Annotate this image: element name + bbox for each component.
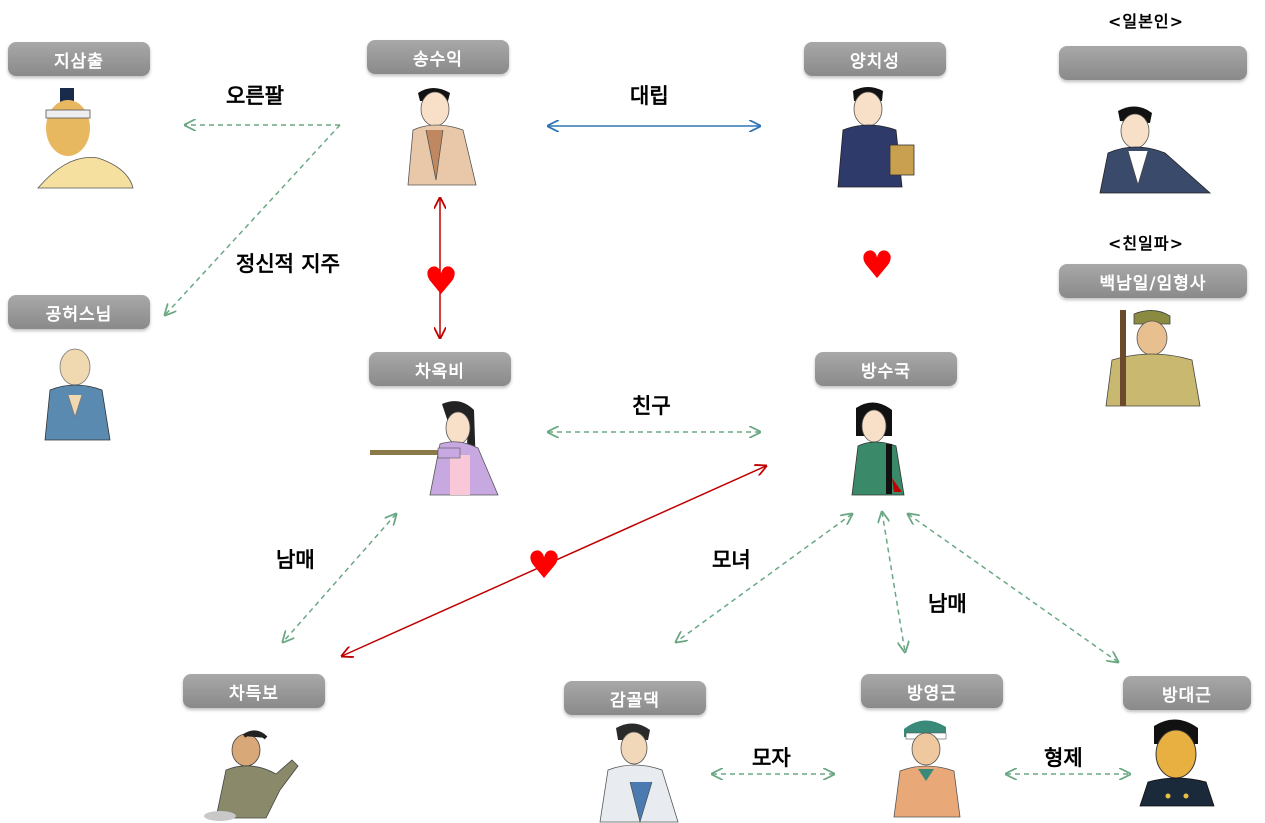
portrait-yangchiseong	[837, 87, 915, 188]
character-label-jisamchul[interactable]: 지삼출	[8, 42, 150, 76]
arrow-siblings-bangsuguk-bangdaegeun	[908, 514, 1118, 662]
heart-icon-bangsuguk-chadeukbo: ♥	[527, 543, 562, 587]
character-label-bangsuguk[interactable]: 방수국	[815, 352, 957, 386]
relation-label-friend: 친구	[632, 394, 671, 418]
relation-label-siblings-2: 남매	[928, 592, 967, 616]
arrow-siblings-chaokbi-chadeukbo	[283, 514, 396, 642]
relation-label-right-arm: 오른팔	[226, 84, 284, 108]
portrait-bangdaegeun	[1139, 719, 1215, 807]
character-label-yangchiseong[interactable]: 양치성	[804, 42, 946, 76]
arrow-love-bangsuguk-chadeukbo	[342, 466, 766, 656]
relation-label-mother-daughter: 모녀	[712, 548, 751, 572]
character-label-bangyeonggeun[interactable]: 방영근	[861, 674, 1003, 708]
character-label-chaokbi[interactable]: 차옥비	[369, 352, 511, 386]
portrait-jisamchul	[37, 88, 134, 189]
arrow-mother-daughter	[676, 514, 852, 642]
portrait-bangyeonggeun	[893, 720, 961, 818]
relation-label-mother-son: 모자	[752, 746, 791, 770]
character-label-songsuik[interactable]: 송수익	[367, 40, 509, 74]
portrait-japanese	[1099, 106, 1212, 194]
heart-icon-songsuik-chaokbi: ♥	[424, 259, 459, 303]
arrow-spiritual-pillar	[165, 124, 341, 315]
character-label-gamgoldaek[interactable]: 감골댁	[564, 681, 706, 715]
relation-label-siblings-1: 남매	[276, 548, 315, 572]
group-title-japanese: <일본인>	[1108, 12, 1184, 31]
character-label-gongheo[interactable]: 공허스님	[8, 295, 150, 329]
relation-label-brothers: 형제	[1044, 746, 1083, 770]
portrait-chadeukbo	[204, 730, 299, 821]
character-label-japanese[interactable]	[1059, 46, 1247, 80]
arrow-siblings-bangsuguk-bangyeonggeun	[882, 512, 905, 652]
portrait-gongheo	[44, 348, 111, 441]
group-title-collaborator: <친일파>	[1108, 234, 1184, 253]
relation-label-spiritual-pillar: 정신적 지주	[236, 252, 340, 276]
character-label-bangdaegeun[interactable]: 방대근	[1123, 676, 1251, 710]
relation-label-conflict: 대립	[630, 84, 669, 108]
portrait-baeknamil	[1105, 310, 1201, 407]
heart-icon-yangchiseong-bangsuguk: ♥	[860, 243, 895, 287]
portrait-chaokbi	[370, 401, 499, 496]
portrait-bangsuguk	[851, 402, 905, 496]
portrait-gamgoldaek	[599, 723, 679, 823]
portrait-songsuik	[407, 88, 477, 186]
character-label-baeknamil[interactable]: 백남일/임형사	[1059, 264, 1247, 298]
character-label-chadeukbo[interactable]: 차득보	[183, 674, 325, 708]
